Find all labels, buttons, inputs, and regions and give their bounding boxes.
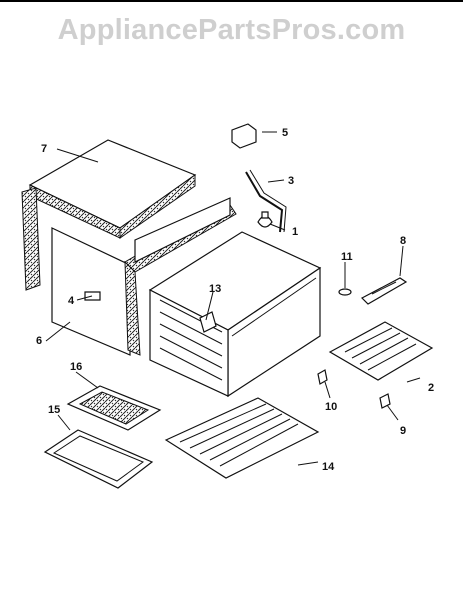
- callout-10: 10: [325, 401, 337, 413]
- part-16-broiler-insert: [66, 385, 162, 431]
- part-14-oven-rack: [164, 397, 320, 479]
- oven-cavity-liner: [148, 231, 322, 398]
- part-7-insulation-top: [21, 139, 197, 291]
- part-11-clip: [338, 288, 352, 296]
- callout-8: 8: [400, 235, 406, 247]
- callout-9: 9: [400, 425, 406, 437]
- callout-13: 13: [209, 283, 221, 295]
- callout-14: 14: [322, 461, 335, 473]
- callout-6: 6: [36, 335, 42, 347]
- part-8-bracket: [360, 277, 408, 305]
- leader-lines: [45, 131, 421, 466]
- callout-11: 11: [341, 251, 353, 263]
- callout-16: 16: [70, 361, 82, 373]
- part-5-switch: [231, 123, 257, 149]
- callout-1: 1: [292, 226, 298, 238]
- callout-7: 7: [41, 143, 47, 155]
- part-9-clip: [379, 393, 391, 409]
- callout-3: 3: [288, 175, 294, 187]
- part-1-light-socket: [257, 211, 273, 228]
- callout-2: 2: [428, 382, 434, 394]
- top-border-line: [0, 0, 463, 2]
- part-15-broiler-pan: [43, 429, 154, 489]
- part-3-tube: [245, 169, 287, 233]
- callout-5: 5: [282, 127, 288, 139]
- callout-4: 4: [68, 295, 75, 307]
- part-6-insulation-side: [51, 197, 237, 356]
- callout-labels: 7 5 3 1 11 8 13 4 6 2 10 9 14 16 15: [36, 127, 434, 473]
- part-10-clip: [317, 369, 328, 385]
- callout-15: 15: [48, 404, 60, 416]
- watermark-text: AppliancePartsPros.com: [57, 14, 406, 46]
- part-2-broil-rack: [328, 321, 434, 381]
